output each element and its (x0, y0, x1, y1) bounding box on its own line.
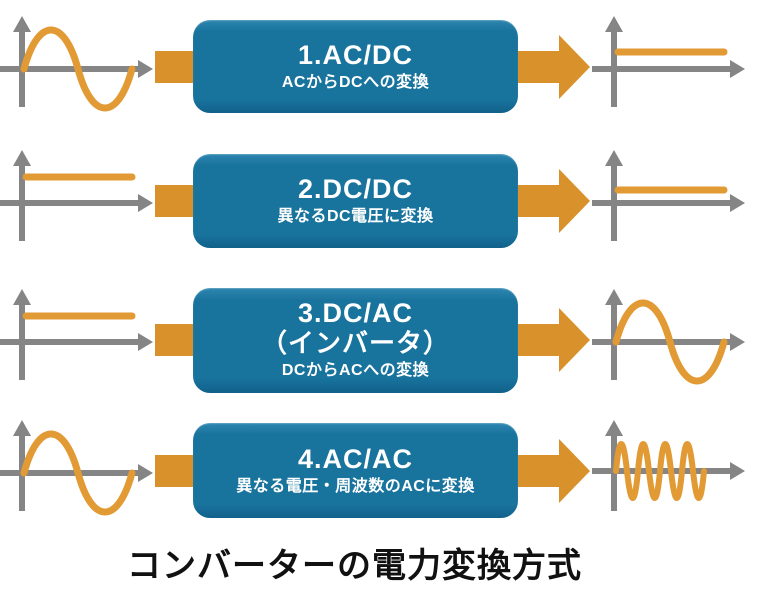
converter-title: 2.DC/DC (297, 174, 413, 205)
conversion-row-dcdc: 2.DC/DC 異なるDC電圧に変換 (0, 133, 759, 269)
input-connector-bar (155, 185, 197, 217)
high-frequency-sine-wave-icon (592, 419, 745, 511)
input-connector-bar (155, 324, 197, 356)
input-waveform-graph (0, 141, 155, 261)
conversion-row-acac: 4.AC/AC 異なる電圧・周波数のACに変換 (0, 411, 759, 530)
flow-arrow-icon (514, 435, 592, 507)
output-waveform-graph (592, 280, 747, 400)
converter-title: 4.AC/AC (297, 443, 413, 474)
converter-subtitle: DCからACへの変換 (281, 362, 430, 380)
output-waveform-graph (592, 7, 747, 127)
flow-arrow-icon (514, 165, 592, 237)
converter-title: 3.DC/AC (297, 298, 413, 329)
dc-line-icon (0, 150, 153, 241)
right-block-arrow-icon (514, 169, 590, 233)
input-waveform-graph (0, 411, 155, 531)
flow-arrow-icon (514, 304, 592, 376)
input-connector-bar (155, 50, 197, 83)
dc-line-icon (0, 289, 153, 380)
output-waveform-graph (592, 411, 747, 531)
input-waveform-graph (0, 7, 155, 127)
converter-title-line2: （インバータ） (260, 328, 450, 359)
input-waveform-graph (0, 280, 155, 400)
converter-subtitle: 異なるDC電圧に変換 (277, 208, 434, 226)
ac-sine-wave-icon (0, 15, 153, 111)
diagram-title: コンバーターの電力変換方式 (127, 547, 582, 585)
converter-title: 1.AC/DC (297, 39, 413, 70)
flow-arrow-icon (514, 31, 592, 103)
right-block-arrow-icon (514, 308, 590, 372)
conversion-row-acdc: 1.AC/DC ACからDCへの変換 (0, 0, 759, 133)
ac-sine-wave-icon (592, 289, 745, 385)
input-connector-bar (155, 454, 197, 487)
converter-subtitle: 異なる電圧・周波数のACに変換 (236, 477, 475, 495)
ac-sine-wave-icon (0, 419, 153, 515)
dc-line-icon (592, 15, 745, 107)
converter-box-dcdc: 2.DC/DC 異なるDC電圧に変換 (193, 154, 518, 248)
converter-subtitle: ACからDCへの変換 (281, 73, 430, 91)
right-block-arrow-icon (514, 438, 590, 503)
converter-box-dcac: 3.DC/AC （インバータ） DCからACへの変換 (193, 287, 518, 393)
right-block-arrow-icon (514, 34, 590, 99)
conversion-row-dcac: 3.DC/AC （インバータ） DCからACへの変換 (0, 269, 759, 411)
converter-box-acac: 4.AC/AC 異なる電圧・周波数のACに変換 (193, 423, 518, 518)
output-waveform-graph (592, 141, 747, 261)
dc-line-icon (592, 150, 745, 241)
converter-box-acdc: 1.AC/DC ACからDCへの変換 (193, 20, 518, 113)
